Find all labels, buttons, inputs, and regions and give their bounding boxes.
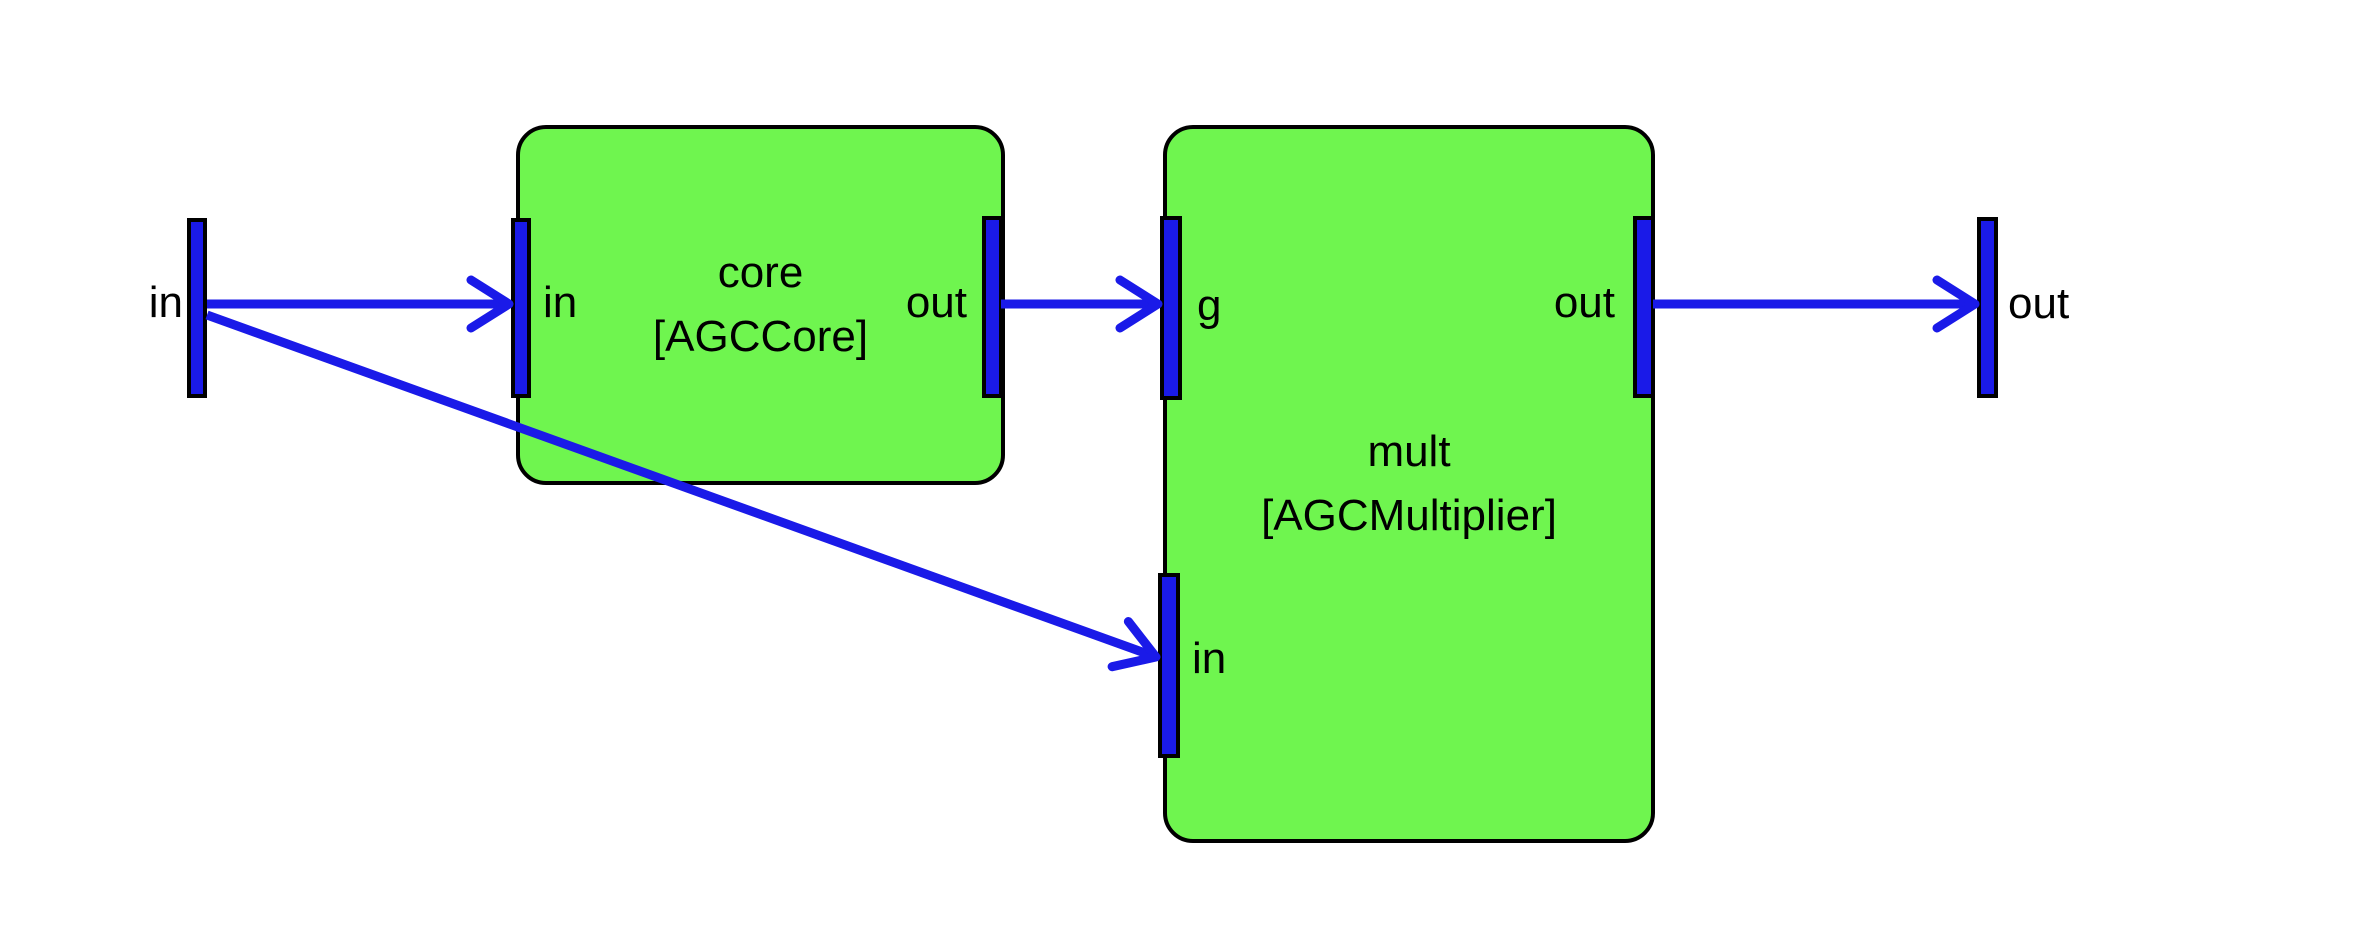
core-in-port[interactable] bbox=[511, 218, 531, 398]
block-core[interactable]: core [AGCCore] bbox=[516, 125, 1005, 485]
core-out-port[interactable] bbox=[982, 216, 1003, 398]
external-output-port[interactable] bbox=[1977, 217, 1998, 398]
external-output-label: out bbox=[2008, 279, 2070, 328]
mult-g-port[interactable] bbox=[1160, 216, 1182, 400]
block-mult-name: mult bbox=[1367, 427, 1451, 476]
block-mult[interactable]: mult [AGCMultiplier] bbox=[1163, 125, 1655, 843]
core-out-port-label: out bbox=[905, 278, 967, 327]
mult-g-port-label: g bbox=[1197, 281, 1222, 330]
mult-in-port-label: in bbox=[1192, 634, 1227, 683]
mult-in-port[interactable] bbox=[1158, 573, 1180, 758]
mult-out-port-label: out bbox=[1553, 278, 1615, 327]
wire-in-to-mult-in[interactable] bbox=[205, 310, 1161, 672]
block-core-name: core bbox=[717, 248, 804, 297]
external-input-label: in bbox=[148, 278, 183, 327]
core-in-port-label: in bbox=[543, 278, 578, 327]
block-mult-type: [AGCMultiplier] bbox=[1261, 491, 1557, 540]
mult-out-port[interactable] bbox=[1633, 216, 1655, 398]
external-input-port[interactable] bbox=[187, 218, 207, 398]
block-core-type: [AGCCore] bbox=[652, 312, 869, 361]
